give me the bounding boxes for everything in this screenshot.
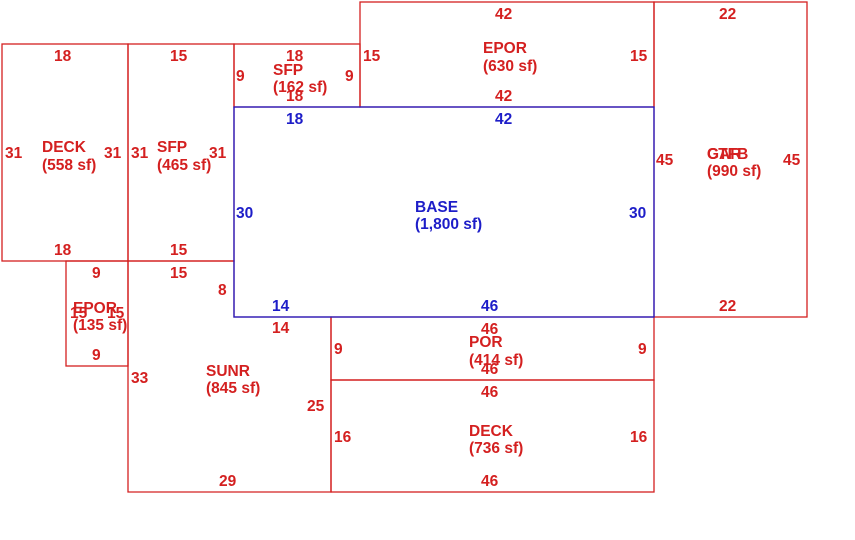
sunr-name: SUNR [206, 363, 250, 380]
deck-bottom-dim-bottom: 46 [481, 473, 499, 490]
deck-left-dim-left: 31 [5, 145, 23, 162]
sfp-left-dim-right: 31 [209, 145, 227, 162]
sunr-dim-top: 15 [170, 265, 188, 282]
deck-left-name: DECK [42, 139, 87, 156]
sfp-left-sf: (465 sf) [157, 157, 211, 174]
deck-left-dim-top: 18 [54, 48, 72, 65]
por-sf: (414 sf) [469, 352, 523, 369]
por-dim-left: 9 [334, 341, 343, 358]
sfp-small-dim-top: 18 [286, 48, 304, 65]
sfp-small-dim-right: 9 [345, 68, 354, 85]
base-dim-top-left: 18 [286, 111, 304, 128]
sfp-small-sf: (162 sf) [273, 79, 327, 96]
por-dim-bottom: 46 [481, 361, 499, 378]
deck-bottom-dim-right: 16 [630, 429, 648, 446]
sunr-sf: (845 sf) [206, 380, 260, 397]
garage-name: GAR [707, 146, 741, 163]
epor-top-dim-bottom: 42 [495, 88, 512, 105]
base-dim-top: 42 [495, 111, 512, 128]
por-name: POR [469, 334, 503, 351]
deck-bottom-name: DECK [469, 423, 514, 440]
base-dim-bottom: 46 [481, 298, 499, 315]
deck-bottom-dim-left: 16 [334, 429, 352, 446]
sfp-small-dim-bottom: 18 [286, 88, 304, 105]
base-name: BASE [415, 199, 458, 216]
por-dim-right: 9 [638, 341, 647, 358]
epor-top-name: EPOR [483, 40, 527, 57]
epor-small-dim-top: 9 [92, 265, 101, 282]
sunr-dim-right: 25 [307, 398, 325, 415]
epor-top-dim-left: 15 [363, 48, 381, 65]
epor-top-dim-top: 42 [495, 6, 512, 23]
base-dim-bottom-left: 14 [272, 298, 290, 315]
sfp-small-dim-left: 9 [236, 68, 245, 85]
deck-left-dim-bottom: 18 [54, 242, 72, 259]
sunr-dim-left: 33 [131, 370, 149, 387]
epor-small-dim-bottom: 9 [92, 347, 101, 364]
garage-dim-left: 45 [656, 152, 674, 169]
deck-bottom-sf: (736 sf) [469, 440, 523, 457]
epor-small-dim-left: 15 [70, 305, 88, 322]
sfp-left-dim-top: 15 [170, 48, 188, 65]
sfp-left-dim-bottom: 15 [170, 242, 188, 259]
base-sf: (1,800 sf) [415, 216, 482, 233]
sunr-dim-step-horizontal: 14 [272, 320, 290, 337]
sfp-left-dim-left: 31 [131, 145, 149, 162]
garage-sf: (990 sf) [707, 163, 761, 180]
epor-top-dim-right: 15 [630, 48, 648, 65]
base-outline [233, 106, 655, 318]
sfp-small-name: SFP [273, 62, 303, 79]
garage-dim-bottom: 22 [719, 298, 736, 315]
epor-top-sf: (630 sf) [483, 58, 537, 75]
deck-bottom-outline [330, 379, 655, 493]
sunr-dim-bottom: 29 [219, 473, 237, 490]
garage-dim-right: 45 [783, 152, 801, 169]
base-dim-left: 30 [236, 205, 253, 222]
deck-bottom-dim-top: 46 [481, 384, 499, 401]
deck-left-dim-right: 31 [104, 145, 122, 162]
por-dim-top: 46 [481, 321, 499, 338]
garage-dim-top: 22 [719, 6, 736, 23]
sfp-left-name: SFP [157, 139, 187, 156]
epor-small-name: EPOR [73, 300, 117, 317]
base-dim-right: 30 [629, 205, 646, 222]
epor-small-sf: (135 sf) [73, 317, 127, 334]
sunr-dim-step-vertical: 8 [218, 282, 227, 299]
garage-name-overlap: CTFB [707, 146, 748, 163]
epor-small-dim-right: 15 [107, 305, 125, 322]
deck-left-sf: (558 sf) [42, 157, 96, 174]
